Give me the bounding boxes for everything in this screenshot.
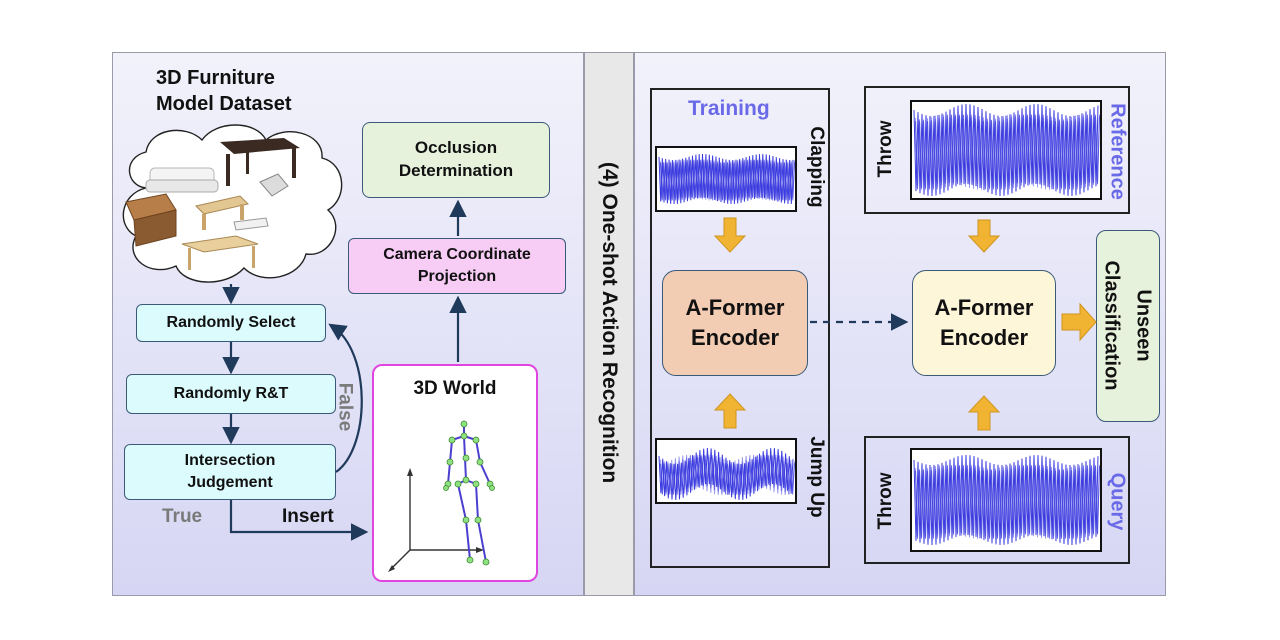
encoder1-line1: A-Former: [685, 295, 785, 321]
reference-label: Reference: [1106, 103, 1129, 200]
unseen-classification-box: [1096, 230, 1160, 422]
randomly-rt-label: Randomly R&T: [173, 385, 289, 403]
jump-up-signal: [655, 438, 797, 504]
dataset-title-line2: Model Dataset: [156, 93, 292, 115]
occlusion-label-line1: Occlusion: [414, 138, 498, 158]
waveform-path: [660, 159, 795, 201]
intersection-label-line1: Intersection: [184, 452, 276, 470]
waveform-path: [658, 447, 794, 501]
intersection-judgement-box: Intersection Judgement: [124, 444, 336, 500]
waveform-path: [915, 464, 1100, 540]
encoder-main-box: A-Former Encoder: [912, 270, 1056, 376]
jump-up-label: Jump Up: [806, 436, 827, 518]
occlusion-label-line2: Determination: [398, 161, 514, 180]
world-box: 3D World: [372, 364, 538, 582]
result-line2: Classification: [1100, 260, 1123, 391]
encoder-training-box: A-Former Encoder: [662, 270, 808, 376]
true-label: True: [162, 506, 203, 527]
camera-label-line1: Camera Coordinate: [383, 246, 531, 264]
camera-label-line2: Projection: [417, 268, 497, 285]
result-line1: Unseen: [1132, 289, 1155, 362]
query-frame: [864, 436, 1130, 564]
reference-signal: [910, 100, 1102, 200]
encoder1-line2: Encoder: [690, 325, 780, 350]
query-label: Query: [1106, 472, 1129, 531]
divider-label: (4) One-shot Action Recognition: [598, 162, 621, 484]
dataset-title-line1: 3D Furniture: [156, 67, 275, 89]
training-frame: [650, 88, 830, 568]
intersection-label-line2: Judgement: [187, 474, 273, 491]
clapping-label: Clapping: [806, 126, 827, 208]
furniture-cloud: [122, 124, 343, 283]
skeleton-figure: [388, 420, 495, 572]
throw-reference-label: Throw: [875, 120, 896, 178]
reference-frame: [864, 86, 1130, 214]
training-label: Training: [688, 97, 770, 120]
insert-label: Insert: [282, 506, 334, 527]
throw-query-label: Throw: [875, 472, 896, 530]
query-signal: [910, 448, 1102, 552]
waveform-path: [660, 454, 795, 496]
randomly-select-label: Randomly Select: [166, 314, 296, 332]
occlusion-box: Occlusion Determination: [362, 122, 550, 198]
encoder2-line2: Encoder: [939, 325, 1029, 350]
false-label: False: [334, 382, 356, 432]
world-title: 3D World: [413, 378, 497, 399]
camera-projection-box: Camera Coordinate Projection: [348, 238, 566, 294]
waveform-path: [915, 114, 1100, 190]
clapping-signal: [655, 146, 797, 212]
randomly-select-box: Randomly Select: [136, 304, 326, 342]
encoder2-line1: A-Former: [934, 295, 1034, 321]
divider-bar: [584, 52, 634, 596]
randomly-rt-box: Randomly R&T: [126, 374, 336, 414]
